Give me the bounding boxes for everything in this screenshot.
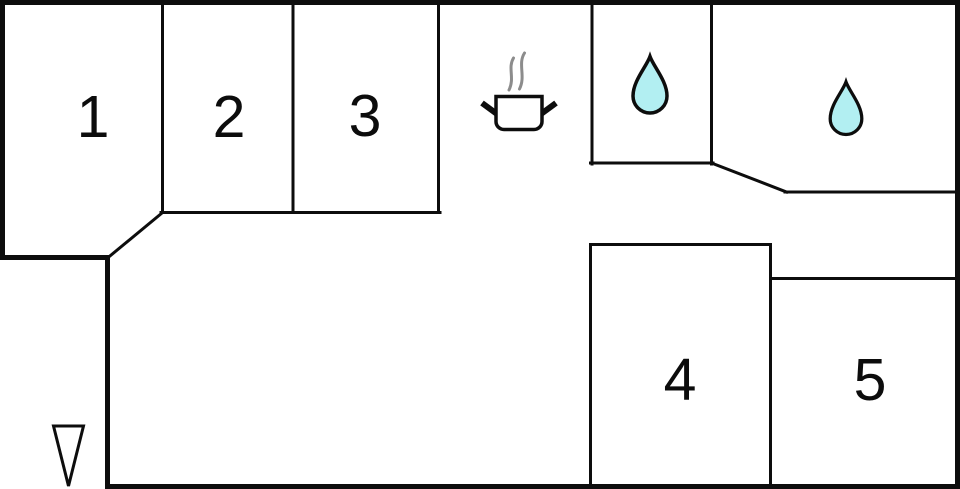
pot-body <box>494 94 544 132</box>
steam-line-left <box>507 56 515 92</box>
room-2-label: 2 <box>213 84 246 150</box>
room-4-label: 4 <box>664 347 697 413</box>
entrance-arrow-icon <box>51 424 86 487</box>
steam-lines <box>507 51 526 92</box>
wall-bath2-diagonal <box>709 161 789 194</box>
steam-line-right <box>518 51 526 91</box>
wall-room1-diagonal <box>105 210 165 261</box>
room-1-label: 1 <box>77 84 110 150</box>
room-5-label: 5 <box>854 347 887 413</box>
wall-room4 <box>589 243 772 489</box>
room-labels: 1 2 3 4 5 <box>77 83 887 413</box>
interior-walls <box>105 1 960 489</box>
cooking-pot-icon <box>480 51 558 132</box>
room-3-label: 3 <box>349 83 382 149</box>
entrance-triangle <box>51 424 86 487</box>
